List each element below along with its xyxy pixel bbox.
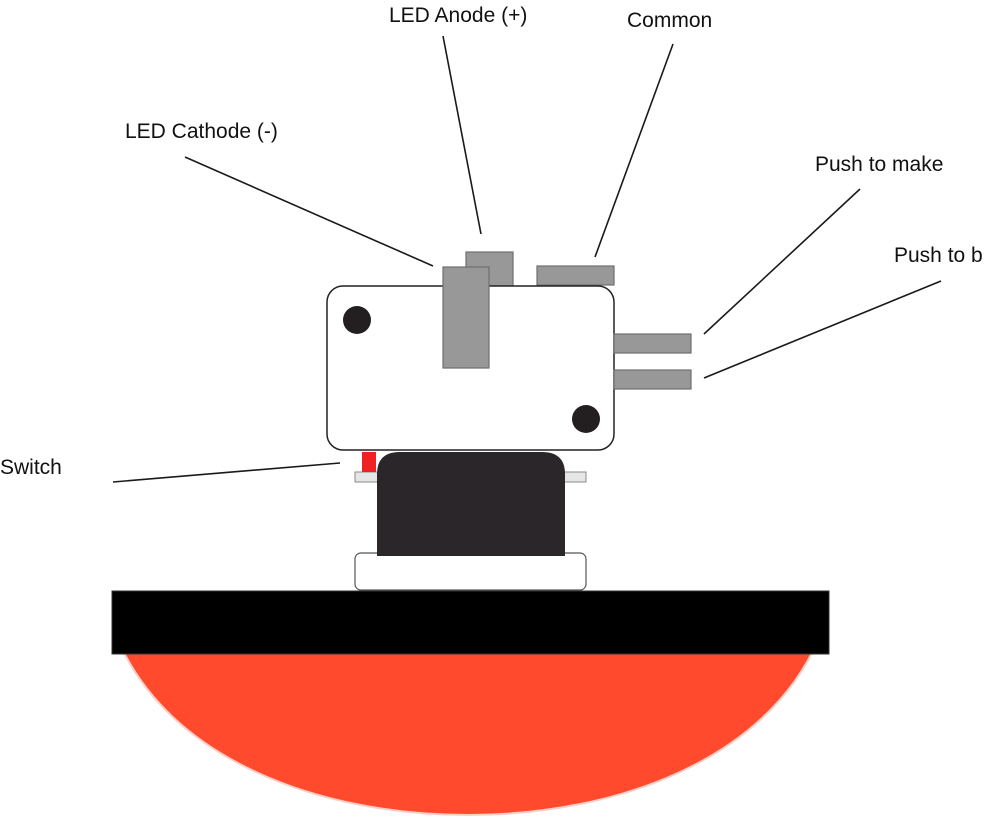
button-cap bbox=[116, 639, 820, 817]
button-base bbox=[354, 552, 587, 591]
push-to-make-terminal bbox=[613, 333, 692, 354]
leader-line-push-to-break bbox=[703, 280, 942, 379]
label-push-to-make: Push to make bbox=[815, 153, 944, 176]
mount-hole-bottom-right bbox=[572, 405, 600, 433]
leader-line-led-anode bbox=[442, 35, 482, 235]
mounting-panel bbox=[111, 590, 830, 655]
label-switch: Switch bbox=[0, 456, 62, 479]
led-cathode-terminal bbox=[442, 266, 490, 369]
switch-actuator bbox=[362, 452, 376, 472]
common-terminal bbox=[536, 265, 615, 286]
label-led-anode: LED Anode (+) bbox=[389, 4, 528, 27]
push-to-break-terminal bbox=[613, 369, 692, 390]
label-push-to-break: Push to b bbox=[894, 244, 983, 267]
label-led-cathode: LED Cathode (-) bbox=[125, 120, 278, 143]
leader-line-switch bbox=[112, 462, 341, 483]
leader-line-push-to-make bbox=[703, 188, 861, 335]
label-common: Common bbox=[627, 9, 713, 32]
leader-line-common bbox=[594, 43, 674, 258]
mount-hole-top-left bbox=[343, 306, 371, 334]
leader-line-led-cathode bbox=[184, 156, 434, 267]
button-plunger bbox=[377, 452, 565, 556]
